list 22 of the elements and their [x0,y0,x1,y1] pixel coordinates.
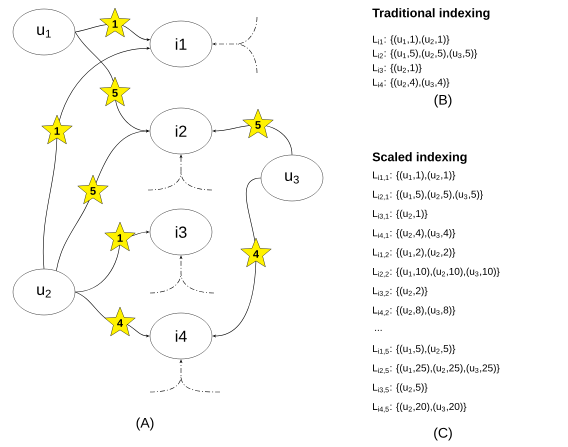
list-entry: L$_{i3}$: {(u$_{2}$,1)} [373,64,422,74]
list-entry: L$_{i4,1}$: {(u$_{2}$,4),(u$_{3}$,4)} [373,229,456,239]
list-entry: L$_{i4}$: {(u$_{2}$,4),(u$_{3}$,4)} [373,78,450,88]
list-entry: L$_{i1}$: {(u$_{1}$,1),(u$_{2}$,1)} [373,35,450,45]
list-entry: L$_{i1,5}$: {(u$_{1}$,5),(u$_{2}$,5)} [373,344,456,355]
list-entry: L$_{i3,1}$: {(u$_{2}$,1)} [373,210,428,220]
list-entry: ... [375,330,382,331]
panel-caption: (C) [434,427,452,441]
list-entry: L$_{i2,1}$: {(u$_{1}$,5),(u$_{2}$,5),(u$_{3}$,5)} [373,190,483,200]
list-entry: L$_{i1,2}$: {(u$_{1}$,2),(u$_{2}$,2)} [373,248,456,258]
list-entry: L$_{i2,5}$: {(u$_{1}$,25),(u$_{2}$,25),(u$_{3}$,25)} [373,364,500,374]
list-entry: L$_{i2}$: {(u$_{1}$,5),(u$_{2}$,5),(u$_{3}$,5)} [373,49,478,59]
list-entry: L$_{i4,5}$: {(u$_{2}$,20),(u$_{3}$,20)} [373,402,466,412]
panel-caption: (A) [136,417,154,431]
list-entry: L$_{i1,1}$: {(u$_{1}$,1),(u$_{2}$,1)} [373,171,456,181]
list-entry: L$_{i3,2}$: {(u$_{2}$,2)} [373,286,428,297]
list-entry: L$_{i2,2}$: {(u$_{1}$,10),(u$_{2}$,10),(u$_{3}$,10)} [373,268,500,278]
heading: Traditional indexing [372,8,490,20]
panel-caption: (B) [434,94,452,108]
list-entry: L$_{i3,5}$: {(u$_{2}$,5)} [373,383,428,394]
list-entry: L$_{i4,2}$: {(u$_{2}$,8),(u$_{3}$,8)} [373,306,456,316]
heading: Scaled indexing [372,152,467,164]
